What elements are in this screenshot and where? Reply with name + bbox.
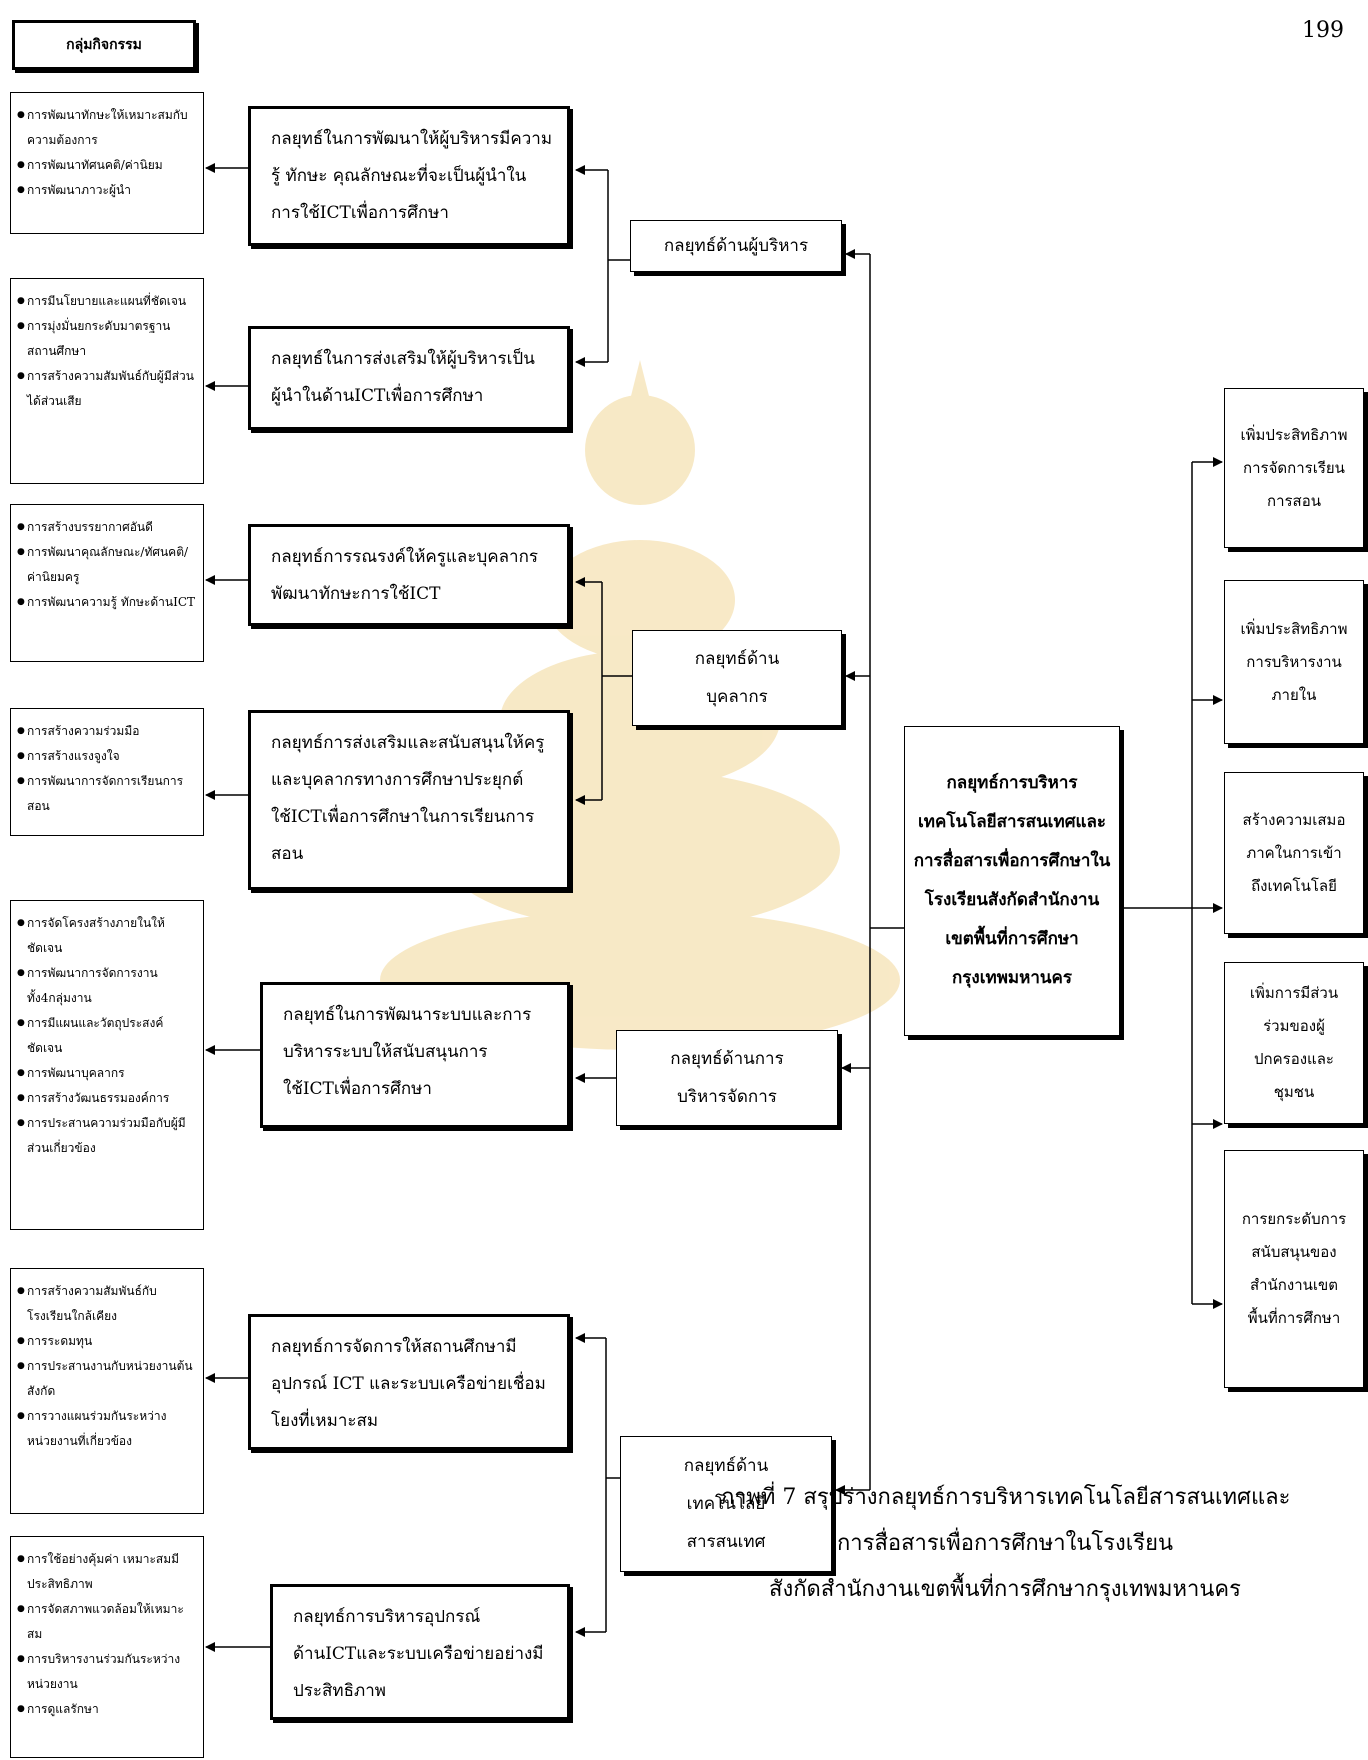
category-label: กลยุทธ์ด้านบุคลากร <box>694 649 780 707</box>
activity-item: การบริหารงานร่วมกันระหว่างหน่วยงาน <box>17 1647 195 1697</box>
activity-box-5: การจัดโครงสร้างภายในให้ชัดเจน การพัฒนากา… <box>10 900 204 1230</box>
activity-item: การมีนโยบายและแผนที่ชัดเจน <box>17 289 195 314</box>
activity-item: การมุ่งมั่นยกระดับมาตรฐานสถานศึกษา <box>17 314 195 364</box>
activity-item: การสร้างวัฒนธรรมองค์การ <box>17 1086 195 1111</box>
central-label: กลยุทธ์การบริหารเทคโนโลยีสารสนเทศและการส… <box>913 773 1111 988</box>
activity-item: การระดมทุน <box>17 1329 195 1354</box>
caption-line-1: ภาพที่ 7 สรุปร่างกลยุทธ์การบริหารเทคโนโล… <box>719 1485 1291 1510</box>
category-label: กลยุทธ์ด้านผู้บริหาร <box>663 236 809 256</box>
category-label: กลยุทธ์ด้านการบริหารจัดการ <box>670 1049 784 1107</box>
activity-item: การสร้างความสัมพันธ์กับโรงเรียนใกล้เคียง <box>17 1279 195 1329</box>
caption-line-3: สังกัดสำนักงานเขตพื้นที่การศึกษากรุงเทพม… <box>769 1577 1241 1602</box>
activity-item: การประสานงานกับหน่วยงานต้นสังกัด <box>17 1354 195 1404</box>
sub-strategy-7: กลยุทธ์การบริหารอุปกรณ์ด้านICTและระบบเคร… <box>270 1584 570 1720</box>
category-label: กลยุทธ์ด้านเทคโนโลยีสารสนเทศ <box>683 1456 769 1552</box>
outcome-2: เพิ่มประสิทธิภาพการบริหารงานภายใน <box>1224 580 1364 744</box>
caption-line-2: การสื่อสารเพื่อการศึกษาในโรงเรียน <box>836 1531 1173 1556</box>
activity-box-3: การสร้างบรรยากาศอันดี การพัฒนาคุณลักษณะ/… <box>10 504 204 662</box>
activity-item: การพัฒนาทักษะให้เหมาะสมกับความต้องการ <box>17 103 195 153</box>
activity-item: การจัดสภาพแวดล้อมให้เหมาะสม <box>17 1597 195 1647</box>
page-number: 199 <box>1302 18 1344 43</box>
activity-box-4: การสร้างความร่วมมือ การสร้างแรงจูงใจ การ… <box>10 708 204 836</box>
activity-item: การสร้างความสัมพันธ์กับผู้มีส่วนได้ส่วนเ… <box>17 364 195 414</box>
activity-box-6: การสร้างความสัมพันธ์กับโรงเรียนใกล้เคียง… <box>10 1268 204 1514</box>
activity-list: การจัดโครงสร้างภายในให้ชัดเจน การพัฒนากา… <box>11 901 203 1167</box>
activity-item: การสร้างบรรยากาศอันดี <box>17 515 195 540</box>
activity-group-header: กลุ่มกิจกรรม <box>12 20 196 70</box>
sub-strategy-6: กลยุทธ์การจัดการให้สถานศึกษามีอุปกรณ์ IC… <box>248 1314 570 1450</box>
activity-list: การสร้างบรรยากาศอันดี การพัฒนาคุณลักษณะ/… <box>11 505 203 621</box>
category-information-technology: กลยุทธ์ด้านเทคโนโลยีสารสนเทศ <box>620 1436 832 1572</box>
activity-item: การพัฒนาการจัดการเรียนการสอน <box>17 769 195 819</box>
activity-list: การมีนโยบายและแผนที่ชัดเจน การมุ่งมั่นยก… <box>11 279 203 420</box>
category-personnel: กลยุทธ์ด้านบุคลากร <box>632 630 842 726</box>
outcome-4: เพิ่มการมีส่วนร่วมของผู้ปกครองและชุมชน <box>1224 962 1364 1124</box>
outcome-label: การยกระดับการสนับสนุนของสำนักงานเขตพื้นท… <box>1241 1210 1347 1327</box>
outcome-label: เพิ่มประสิทธิภาพการบริหารงานภายใน <box>1240 619 1348 704</box>
activity-item: การพัฒนาการจัดการงานทั้ง4กลุ่มงาน <box>17 961 195 1011</box>
central-strategy: กลยุทธ์การบริหารเทคโนโลยีสารสนเทศและการส… <box>904 726 1120 1036</box>
activity-item: การดูแลรักษา <box>17 1697 195 1722</box>
outcome-3: สร้างความเสมอภาคในการเข้าถึงเทคโนโลยี <box>1224 772 1364 934</box>
activity-item: การสร้างความร่วมมือ <box>17 719 195 744</box>
activity-item: การจัดโครงสร้างภายในให้ชัดเจน <box>17 911 195 961</box>
activity-item: การใช้อย่างคุ้มค่า เหมาะสมมีประสิทธิภาพ <box>17 1547 195 1597</box>
sub-strategy-1: กลยุทธ์ในการพัฒนาให้ผู้บริหารมีความรู้ ท… <box>248 106 570 246</box>
sub-strategy-3: กลยุทธ์การรณรงค์ให้ครูและบุคลากรพัฒนาทัก… <box>248 524 570 626</box>
category-administrators: กลยุทธ์ด้านผู้บริหาร <box>630 220 842 272</box>
category-management: กลยุทธ์ด้านการบริหารจัดการ <box>616 1030 838 1126</box>
activity-item: การประสานความร่วมมือกับผู้มีส่วนเกี่ยวข้… <box>17 1111 195 1161</box>
sub-strategy-5: กลยุทธ์ในการพัฒนาระบบและการบริหารระบบให้… <box>260 982 570 1128</box>
activity-item: การพัฒนาภาวะผู้นำ <box>17 178 195 203</box>
activity-item: การพัฒนาบุคลากร <box>17 1061 195 1086</box>
activity-box-2: การมีนโยบายและแผนที่ชัดเจน การมุ่งมั่นยก… <box>10 278 204 484</box>
activity-box-1: การพัฒนาทักษะให้เหมาะสมกับความต้องการ กา… <box>10 92 204 234</box>
outcome-label: เพิ่มประสิทธิภาพการจัดการเรียนการสอน <box>1240 425 1348 510</box>
activity-item: การพัฒนาทัศนคติ/ค่านิยม <box>17 153 195 178</box>
activity-item: การวางแผนร่วมกันระหว่างหน่วยงานที่เกี่ยว… <box>17 1404 195 1454</box>
activity-list: การใช้อย่างคุ้มค่า เหมาะสมมีประสิทธิภาพ … <box>11 1537 203 1728</box>
activity-item: การพัฒนาความรู้ ทักษะด้านICT <box>17 590 195 615</box>
outcome-label: เพิ่มการมีส่วนร่วมของผู้ปกครองและชุมชน <box>1249 984 1339 1101</box>
activity-box-7: การใช้อย่างคุ้มค่า เหมาะสมมีประสิทธิภาพ … <box>10 1536 204 1758</box>
outcome-1: เพิ่มประสิทธิภาพการจัดการเรียนการสอน <box>1224 388 1364 548</box>
activity-item: การพัฒนาคุณลักษณะ/ทัศนคติ/ค่านิยมครู <box>17 540 195 590</box>
activity-list: การสร้างความสัมพันธ์กับโรงเรียนใกล้เคียง… <box>11 1269 203 1460</box>
figure-caption: ภาพที่ 7 สรุปร่างกลยุทธ์การบริหารเทคโนโล… <box>645 1475 1365 1613</box>
header-label: กลุ่มกิจกรรม <box>66 37 142 53</box>
sub-strategy-4: กลยุทธ์การส่งเสริมและสนับสนุนให้ครูและบุ… <box>248 710 570 890</box>
outcome-label: สร้างความเสมอภาคในการเข้าถึงเทคโนโลยี <box>1242 810 1346 895</box>
activity-list: การสร้างความร่วมมือ การสร้างแรงจูงใจ การ… <box>11 709 203 825</box>
outcome-5: การยกระดับการสนับสนุนของสำนักงานเขตพื้นท… <box>1224 1150 1364 1388</box>
activity-item: การมีแผนและวัตถุประสงค์ชัดเจน <box>17 1011 195 1061</box>
activity-item: การสร้างแรงจูงใจ <box>17 744 195 769</box>
sub-strategy-2: กลยุทธ์ในการส่งเสริมให้ผู้บริหารเป็นผู้น… <box>248 326 570 430</box>
activity-list: การพัฒนาทักษะให้เหมาะสมกับความต้องการ กา… <box>11 93 203 209</box>
